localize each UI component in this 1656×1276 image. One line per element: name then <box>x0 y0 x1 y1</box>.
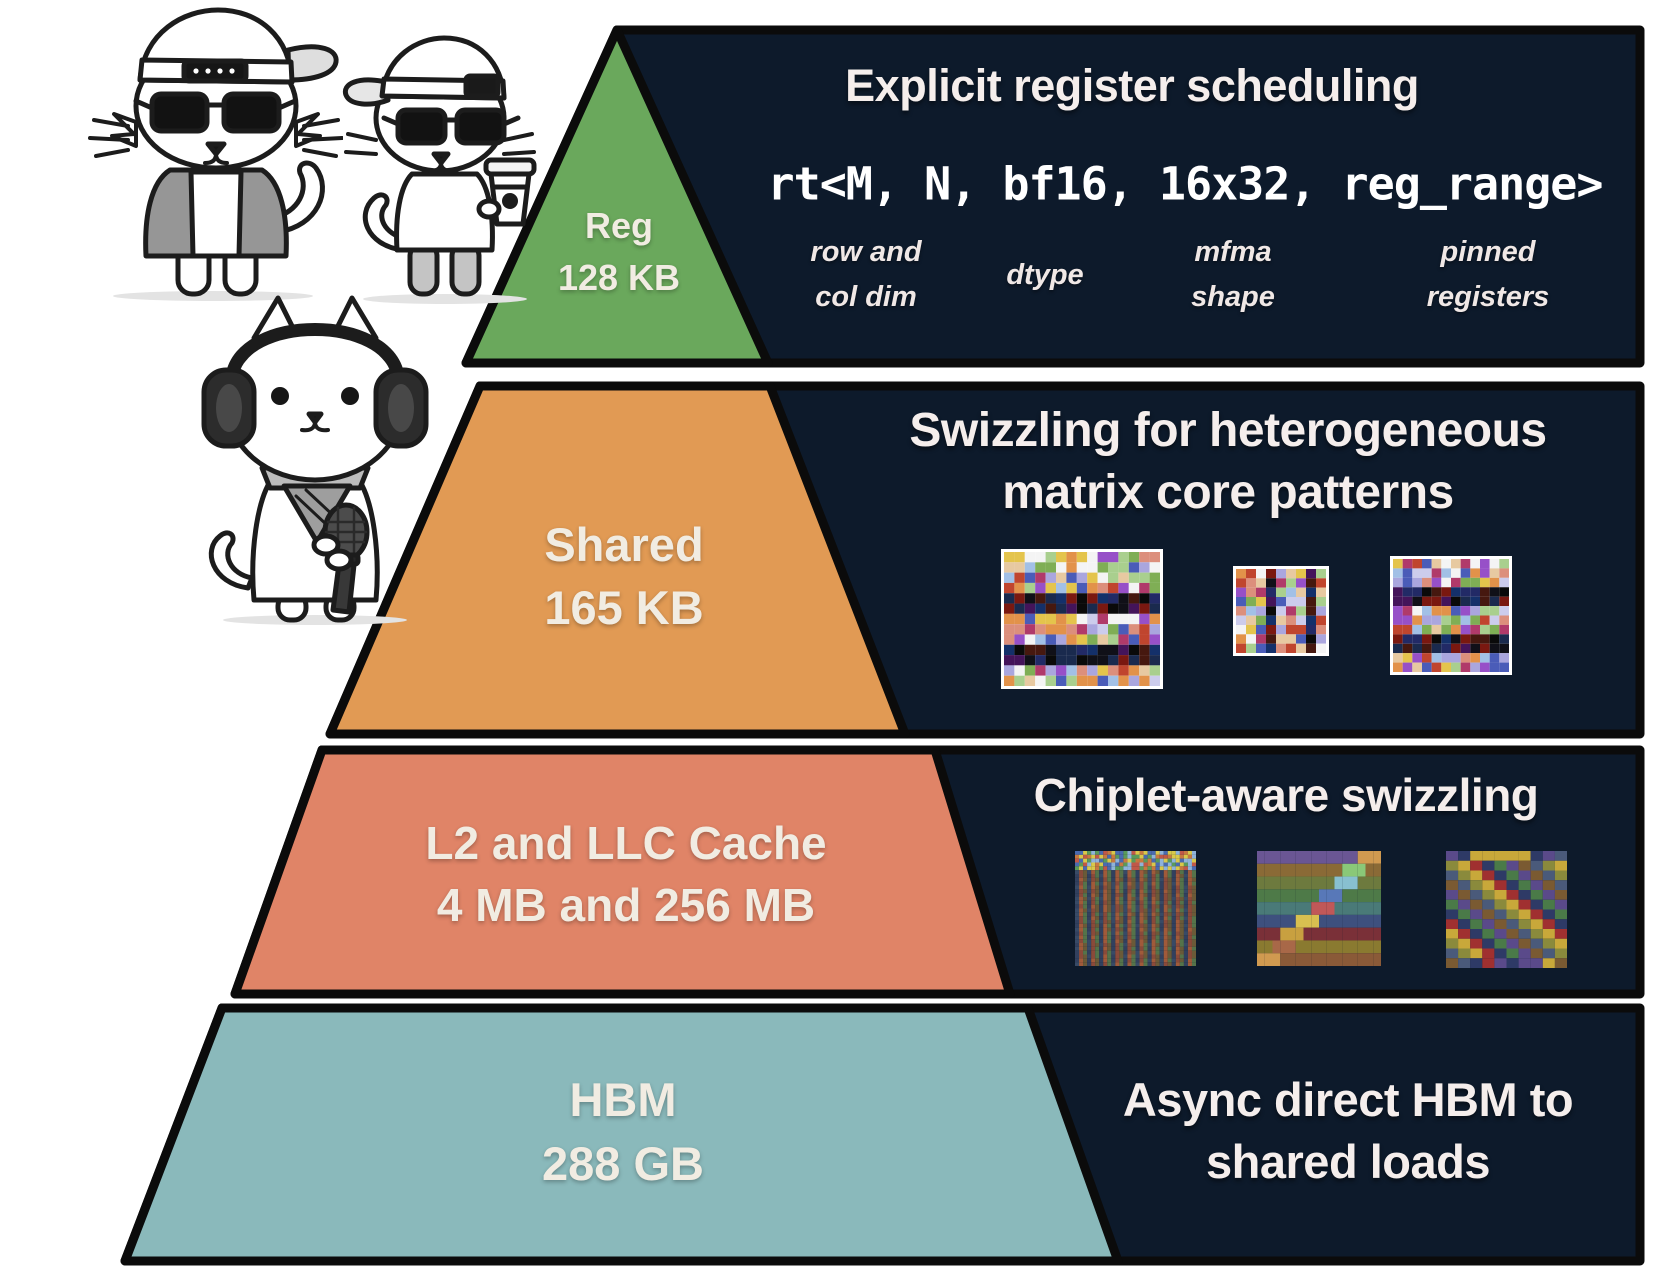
level-name: Reg <box>584 205 653 246</box>
swizzle-pattern-small <box>1233 566 1329 656</box>
cat-sunglasses-coffee-icon <box>342 35 537 304</box>
annotation-row-col-dim: row and col dim <box>810 236 922 313</box>
level-l2-shape <box>230 745 1015 999</box>
level-label-hbm: HBM 288 GB <box>542 1068 704 1196</box>
level-size: 288 GB <box>542 1137 704 1190</box>
level-size: 4 MB and 256 MB <box>436 879 816 931</box>
register-tile-code: rt<M, N, bf16, 16x32, reg_range> <box>767 157 1604 211</box>
annotation-mfma-shape: mfma shape <box>1191 236 1275 313</box>
panel-title-chiplet-swizzling: Chiplet-aware swizzling <box>1033 769 1539 821</box>
panel-title-swizzling: Swizzling for heterogeneous matrix core … <box>909 404 1547 519</box>
annotation-dtype: dtype <box>1006 258 1084 291</box>
chiplet-pattern-bands <box>1257 851 1381 966</box>
panel-title-async-hbm: Async direct HBM to shared loads <box>1122 1073 1574 1188</box>
cat-backwards-cap-sunglasses-icon <box>88 7 343 301</box>
level-name: Shared <box>544 518 704 571</box>
cat-headphones-microphone-icon <box>201 295 429 625</box>
level-hbm-shape <box>120 1003 1123 1266</box>
chiplet-pattern-diagonal <box>1446 851 1567 968</box>
level-reg-shape <box>461 25 773 368</box>
panel-title-register-scheduling: Explicit register scheduling <box>845 60 1419 111</box>
level-name: L2 and LLC Cache <box>425 817 827 869</box>
level-size: 165 KB <box>544 581 704 634</box>
chiplet-pattern-stripes <box>1075 851 1196 966</box>
annotation-pinned-registers: pinned registers <box>1426 236 1550 313</box>
level-size: 128 KB <box>557 257 681 298</box>
level-label-reg: Reg 128 KB <box>558 200 680 304</box>
level-name: HBM <box>569 1073 677 1126</box>
swizzle-pattern-medium <box>1390 556 1512 675</box>
level-label-shared: Shared 165 KB <box>544 513 703 639</box>
swizzle-pattern-large <box>1001 549 1163 689</box>
level-label-l2-llc: L2 and LLC Cache 4 MB and 256 MB <box>425 812 826 936</box>
